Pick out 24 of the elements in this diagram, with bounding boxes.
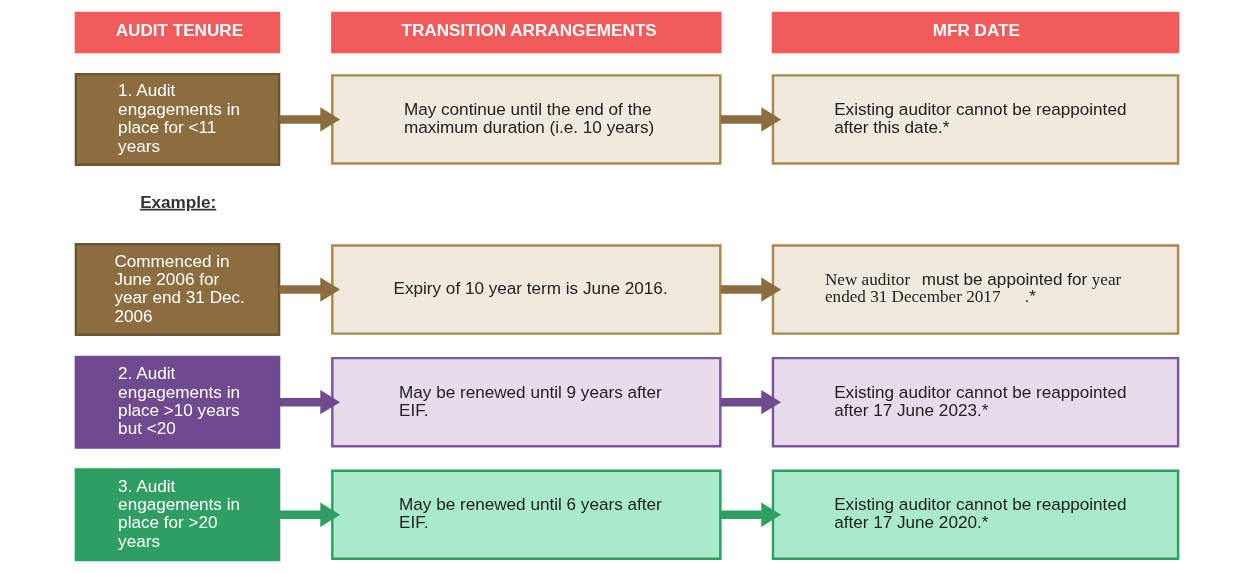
node-box: Expiry of 10 year term is June 2016. [330,244,722,335]
node-box: May be renewed until 9 years after EIF. [330,356,722,448]
arrow [278,390,340,415]
node-box: Existing auditor cannot be reappointed after 17 June 2020.* [771,469,1179,561]
node-box: Existing auditor cannot be reappointed after 17 June 2023.* [771,356,1179,448]
node-box: 1. Audit engagements in place for <11 years [74,72,280,166]
arrow [720,107,781,132]
node-box: Existing auditor cannot be reappointed after this date.* [771,74,1179,165]
node-box: MFR DATE [771,11,1179,54]
arrow [720,277,781,302]
node-box: 2. Audit engagements in place >10 years but <20 [74,355,280,449]
label: Example: [139,191,216,212]
arrow [720,502,781,527]
node-box: Commenced in June 2006 for year end 31 Dec. 2006 [74,243,280,337]
node-box: May be renewed until 6 years after EIF. [330,469,722,561]
arrow [720,390,781,415]
node-box: May continue until the end of the maximum duration (i.e. 10 years) [330,74,722,165]
arrow [278,107,340,132]
arrow [278,277,340,302]
arrow [278,502,340,527]
node-box: 3. Audit engagements in place for >20 years [74,468,280,562]
node-box: TRANSITION ARRANGEMENTS [330,11,722,54]
node-box: AUDIT TENURE [74,11,280,54]
node-box: New auditor must be appointed for year ended 31 December 2017.* [771,244,1179,335]
